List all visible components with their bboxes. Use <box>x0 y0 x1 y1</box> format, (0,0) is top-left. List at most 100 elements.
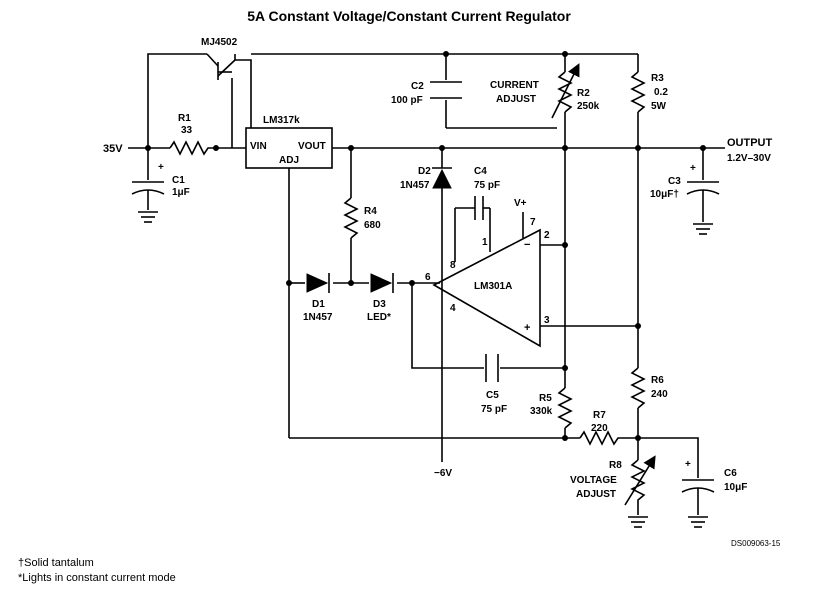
neg6v-label: −6V <box>434 468 452 479</box>
ic-adj: ADJ <box>279 155 299 166</box>
junction-dot <box>286 280 292 286</box>
c3-plus: + <box>690 163 696 174</box>
led-d3 <box>370 273 394 293</box>
junction-dot <box>562 51 568 57</box>
c6-plus: + <box>685 459 691 470</box>
d3-value: LED* <box>367 312 391 323</box>
r4-value: 680 <box>364 220 381 231</box>
r5-name: R5 <box>539 393 552 404</box>
r7-value: 220 <box>591 423 608 434</box>
c1-value: 1μF <box>172 187 190 198</box>
pin-2: 2 <box>544 230 550 241</box>
diode-d2 <box>432 148 452 462</box>
d1-name: D1 <box>312 299 325 310</box>
wire-top-feedback <box>147 53 252 148</box>
diode-d1 <box>306 273 330 293</box>
wire-opamp <box>411 148 639 388</box>
r6-name: R6 <box>651 375 664 386</box>
d1-value: 1N457 <box>303 312 333 323</box>
r1-name: R1 <box>178 113 191 124</box>
c5-name: C5 <box>486 390 499 401</box>
resistor-r1 <box>169 140 212 156</box>
vplus-label: V+ <box>514 198 527 209</box>
c6-value: 10μF <box>724 482 747 493</box>
c4-value: 75 pF <box>474 180 500 191</box>
r6-value: 240 <box>651 389 668 400</box>
pin-3: 3 <box>544 315 550 326</box>
pin-8: 8 <box>450 260 456 271</box>
opamp-lm301a <box>432 228 541 348</box>
r4-name: R4 <box>364 206 377 217</box>
ground-symbol <box>693 223 713 235</box>
opamp-label: LM301A <box>474 281 512 292</box>
capacitor-c6 <box>638 437 715 515</box>
resistor-r3 <box>630 71 646 113</box>
junction-dot <box>213 145 219 151</box>
d2-value: 1N457 <box>400 180 430 191</box>
output-label: OUTPUT <box>727 137 773 149</box>
pin-4: 4 <box>450 303 456 314</box>
wire-adj-bus <box>288 168 580 439</box>
opamp-minus: − <box>524 239 530 251</box>
r3-value2: 5W <box>651 101 667 112</box>
junction-dot <box>562 435 568 441</box>
c1-plus: + <box>158 162 164 173</box>
resistor-r5 <box>557 387 573 429</box>
capacitor-c2 <box>430 81 462 99</box>
capacitor-c1 <box>131 148 165 210</box>
ic-name: LM317k <box>263 115 300 126</box>
resistor-r6 <box>630 367 646 409</box>
ground-symbol <box>138 211 158 223</box>
c2-name: C2 <box>411 81 424 92</box>
q1-label: MJ4502 <box>201 37 238 48</box>
c4-name: C4 <box>474 166 487 177</box>
ground-symbol <box>628 516 648 528</box>
r2-value: 250k <box>577 101 600 112</box>
c6-name: C6 <box>724 468 737 479</box>
junction-dot <box>562 242 568 248</box>
junction-dot <box>562 365 568 371</box>
r3-name: R3 <box>651 73 664 84</box>
current-adjust-2: ADJUST <box>496 94 536 105</box>
voltage-adjust-2: ADJUST <box>576 489 616 500</box>
r7-name: R7 <box>593 410 606 421</box>
c3-name: C3 <box>668 176 681 187</box>
opamp-plus: + <box>524 322 530 334</box>
ic-vout: VOUT <box>298 141 326 152</box>
ic-vin: VIN <box>250 141 267 152</box>
voltage-adjust-1: VOLTAGE <box>570 475 617 486</box>
footnote-tantalum: †Solid tantalum <box>18 557 94 569</box>
current-adjust-1: CURRENT <box>490 80 539 91</box>
capacitor-c3 <box>686 148 720 222</box>
r3-value1: 0.2 <box>654 87 668 98</box>
resistor-r4 <box>343 197 359 239</box>
adjust-arrow-icon <box>551 63 580 119</box>
r1-value: 33 <box>181 125 193 136</box>
resistor-r7 <box>579 430 638 446</box>
r8-name: R8 <box>609 460 622 471</box>
c1-name: C1 <box>172 175 185 186</box>
r2-name: R2 <box>577 88 590 99</box>
c3-value: 10μF† <box>650 189 679 200</box>
footnote-led: *Lights in constant current mode <box>18 572 176 584</box>
adjust-arrow-icon <box>624 455 656 506</box>
pin-6: 6 <box>425 272 431 283</box>
diagram-title: 5A Constant Voltage/Constant Current Reg… <box>247 8 571 24</box>
transistor-mj4502 <box>206 53 236 148</box>
footnotes: †Solid tantalum *Lights in constant curr… <box>18 556 176 586</box>
junction-dot <box>348 280 354 286</box>
output-range: 1.2V–30V <box>727 153 771 164</box>
junction-dot <box>443 51 449 57</box>
potentiometer-r8 <box>630 459 646 515</box>
ground-symbol <box>688 516 708 528</box>
r5-value: 330k <box>530 406 553 417</box>
d3-name: D3 <box>373 299 386 310</box>
c5-value: 75 pF <box>481 404 507 415</box>
document-id: DS009063-15 <box>731 539 781 548</box>
junction-dot <box>635 323 641 329</box>
d2-name: D2 <box>418 166 431 177</box>
vin-label: 35V <box>103 143 123 155</box>
c2-value: 100 pF <box>391 95 423 106</box>
capacitor-c4 <box>454 196 491 262</box>
